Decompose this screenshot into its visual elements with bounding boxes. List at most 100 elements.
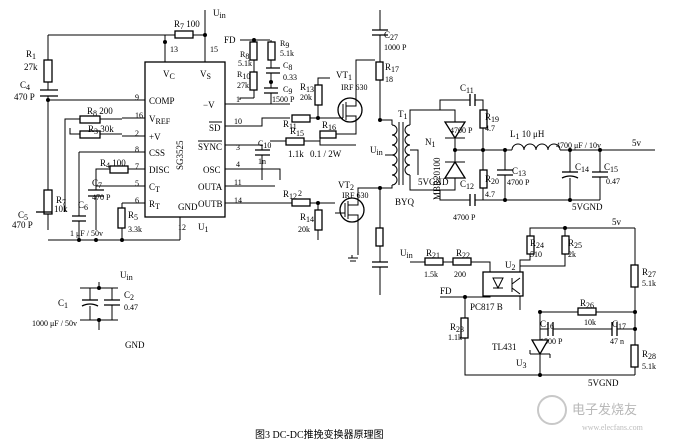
- svg-text:18: 18: [385, 75, 393, 84]
- svg-text:电子发烧友: 电子发烧友: [572, 402, 637, 417]
- svg-text:4.7: 4.7: [485, 124, 495, 133]
- svg-text:R8: R8: [240, 50, 249, 61]
- ic-pin-plusv: +V: [149, 132, 161, 142]
- svg-text:U3: U3: [516, 358, 527, 370]
- svg-text:R7: R7: [56, 195, 66, 207]
- svg-text:11: 11: [234, 178, 242, 187]
- svg-text:GND: GND: [125, 340, 145, 350]
- svg-text:R20: R20: [485, 174, 499, 186]
- svg-text:R16: R16: [322, 120, 336, 132]
- svg-text:C17: C17: [612, 319, 626, 331]
- svg-text:20k: 20k: [298, 225, 310, 234]
- ic-pin-osc: OSC: [203, 165, 221, 175]
- svg-text:12: 12: [178, 223, 186, 232]
- svg-text:4700 μF / 10v: 4700 μF / 10v: [556, 141, 601, 150]
- svg-text:R3 30k: R3 30k: [88, 124, 114, 136]
- svg-text:4700 P: 4700 P: [507, 178, 530, 187]
- svg-text:4.7: 4.7: [485, 190, 495, 199]
- svg-text:R8 200: R8 200: [87, 106, 113, 118]
- figure-caption: 图3 DC-DC推挽变换器原理图: [255, 428, 384, 441]
- svg-text:R24: R24: [530, 238, 544, 250]
- svg-text:R21: R21: [426, 248, 440, 260]
- svg-text:R4 100: R4 100: [100, 158, 126, 170]
- svg-text:10: 10: [234, 117, 242, 126]
- svg-text:C4: C4: [20, 80, 30, 92]
- ic-pin-outa: OUTA: [198, 182, 223, 192]
- svg-text:C1: C1: [58, 298, 68, 310]
- svg-text:L1 10 μH: L1 10 μH: [510, 129, 545, 141]
- svg-text:0.1 / 2W: 0.1 / 2W: [310, 149, 342, 159]
- svg-text:470 P: 470 P: [92, 193, 111, 202]
- svg-text:R9: R9: [280, 39, 289, 50]
- svg-text:MBR20100: MBR20100: [432, 157, 442, 200]
- svg-text:Uin: Uin: [400, 248, 413, 260]
- svg-text:1.1k: 1.1k: [448, 333, 462, 342]
- svg-text:1.5k: 1.5k: [424, 270, 438, 279]
- svg-text:3: 3: [236, 143, 240, 152]
- svg-text:1: 1: [236, 95, 240, 104]
- svg-text:R28: R28: [642, 349, 656, 361]
- ic-pin-vc: VC: [163, 69, 175, 81]
- svg-text:VT1: VT1: [336, 70, 352, 82]
- regulator-tl431: TL431 U3: [492, 339, 551, 370]
- svg-text:27k: 27k: [24, 62, 38, 72]
- svg-text:C15: C15: [604, 162, 618, 174]
- ic-pin-rt: RT: [149, 199, 160, 211]
- svg-text:PC817 B: PC817 B: [470, 302, 503, 312]
- ic-pin-negv: −V: [203, 100, 215, 110]
- svg-text:7: 7: [135, 162, 139, 171]
- svg-text:C9: C9: [283, 85, 292, 96]
- svg-text:C7: C7: [92, 178, 102, 190]
- svg-text:R27: R27: [642, 267, 656, 279]
- svg-text:R7 100: R7 100: [174, 19, 200, 31]
- svg-text:1000 P: 1000 P: [384, 43, 407, 52]
- svg-text:U2: U2: [505, 260, 516, 272]
- svg-text:5VGND: 5VGND: [418, 177, 449, 187]
- svg-text:2: 2: [135, 129, 139, 138]
- svg-text:10k: 10k: [54, 204, 68, 214]
- svg-text:C14: C14: [575, 162, 589, 174]
- svg-text:1000 μF / 50v: 1000 μF / 50v: [32, 319, 77, 328]
- svg-text:C11: C11: [460, 83, 474, 95]
- svg-text:TL431: TL431: [492, 342, 517, 352]
- svg-text:C13: C13: [512, 166, 526, 178]
- svg-text:R17: R17: [385, 62, 399, 74]
- svg-text:R23: R23: [450, 322, 464, 334]
- svg-text:470 P: 470 P: [12, 220, 33, 230]
- svg-text:5v: 5v: [632, 138, 642, 148]
- ic-pin-gnd: GND: [178, 202, 198, 212]
- svg-text:5.1k: 5.1k: [280, 49, 294, 58]
- svg-text:C10: C10: [258, 139, 271, 150]
- svg-text:R5: R5: [128, 210, 138, 222]
- svg-text:FD: FD: [440, 286, 452, 296]
- ic-ref: U1: [198, 222, 209, 234]
- svg-text:510: 510: [530, 250, 542, 259]
- svg-text:C6: C6: [78, 200, 88, 212]
- svg-text:C16: C16: [540, 319, 554, 331]
- svg-text:10k: 10k: [584, 318, 596, 327]
- svg-text:C5: C5: [18, 210, 28, 222]
- ic-pin-outb: OUTB: [198, 199, 223, 209]
- svg-text:R14: R14: [300, 212, 314, 224]
- svg-text:5VGND: 5VGND: [588, 378, 619, 388]
- svg-text:1500 P: 1500 P: [540, 337, 563, 346]
- svg-text:T1: T1: [398, 109, 408, 121]
- svg-text:4700 P: 4700 P: [450, 126, 473, 135]
- svg-text:Uin: Uin: [120, 270, 133, 282]
- svg-text:www.elecfans.com: www.elecfans.com: [582, 423, 644, 432]
- svg-text:VT2: VT2: [338, 180, 354, 192]
- ic-pin-vref: VREF: [149, 114, 171, 126]
- ic-part-label: SG3525: [175, 140, 185, 170]
- svg-text:1.1k: 1.1k: [288, 149, 304, 159]
- mosfet-vt1: VT1 IRF 630: [335, 70, 367, 126]
- svg-text:5v: 5v: [612, 217, 622, 227]
- svg-text:R13: R13: [300, 82, 314, 94]
- svg-text:0.47: 0.47: [606, 177, 620, 186]
- svg-text:1 μF / 50v: 1 μF / 50v: [70, 229, 103, 238]
- svg-text:N1: N1: [425, 137, 436, 149]
- svg-text:20k: 20k: [300, 93, 312, 102]
- ic-sg3525: SG3525 VC COMP VREF +V CSS DISC CT RT GN…: [118, 42, 280, 235]
- svg-text:R1: R1: [26, 49, 36, 61]
- transformer-t1: T1 BYQ Uin N1 5VGND: [370, 109, 449, 207]
- svg-text:2k: 2k: [568, 250, 576, 259]
